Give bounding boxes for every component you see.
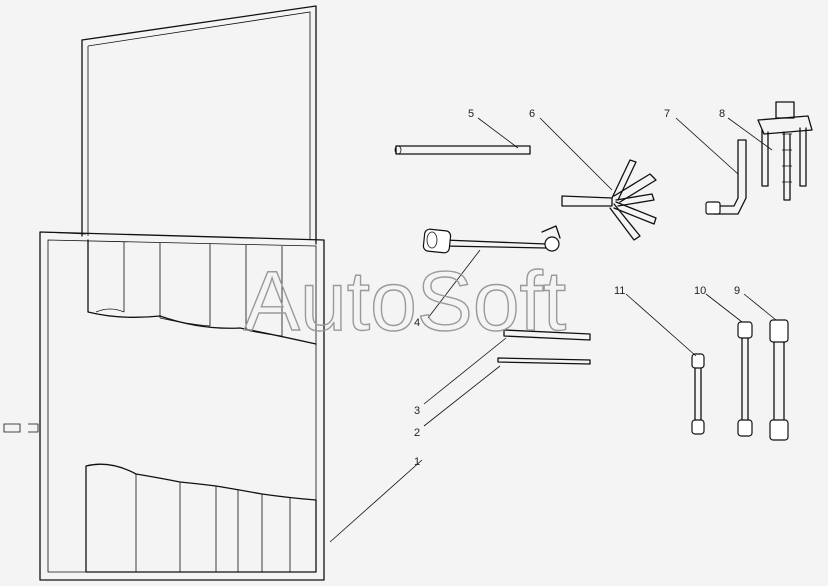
callout-9: 9 [734,285,740,297]
callout-4: 4 [414,317,420,329]
callout-labels: 1 2 3 4 5 6 7 8 9 10 11 [414,108,740,468]
three-leg-puller [757,101,813,201]
callout-2: 2 [414,427,420,439]
hinged-wrench [422,225,561,254]
l-hex-key [705,139,747,215]
callout-1: 1 [414,456,420,468]
feeler-gauge [561,159,657,241]
socket-wrench-medium [737,321,753,437]
callout-8: 8 [719,108,725,120]
socket-wrench-large [769,319,789,441]
watermark-text: AutoSoft [244,254,566,348]
tool-roll-bag [3,5,325,581]
long-rod [394,145,531,155]
callout-5: 5 [468,108,474,120]
flat-bar [497,357,591,365]
callout-10: 10 [694,285,706,297]
callout-3: 3 [414,405,420,417]
socket-wrench-small [691,353,705,435]
leader-lines [329,117,777,543]
callout-7: 7 [664,108,670,120]
callout-11: 11 [614,285,625,297]
callout-6: 6 [529,108,535,120]
round-rod [503,329,591,341]
